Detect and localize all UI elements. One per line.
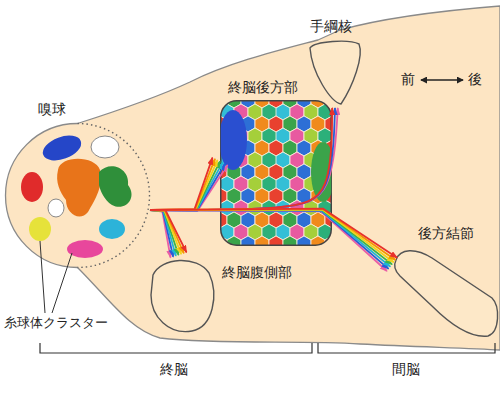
- glomerulus-cluster: [21, 172, 43, 202]
- projection-strand: [150, 108, 335, 210]
- projection-arrow: [150, 158, 228, 211]
- projection-arrow: [150, 209, 397, 271]
- brain-region: 終脳後方部: [220, 100, 332, 246]
- olfactory-bulb: 嗅球: [5, 123, 150, 268]
- glomerulus-cluster: [48, 199, 64, 217]
- projection-strand: [150, 158, 212, 210]
- direction-label: 後: [468, 70, 482, 88]
- direction-arrow: [421, 79, 463, 80]
- region-outline: [310, 41, 360, 104]
- projection-arrow: [150, 210, 186, 258]
- projection-strand: [150, 210, 390, 267]
- glomerulus-cluster: [99, 166, 132, 207]
- leader-line: [40, 241, 45, 313]
- projection-strand: [150, 210, 186, 252]
- node-label: 手綱核: [310, 17, 352, 35]
- glomerulus-clusters: [21, 131, 132, 258]
- node-label: 嗅球: [38, 100, 66, 118]
- node-outline: [220, 100, 332, 246]
- glomerulus-cluster: [99, 219, 125, 239]
- projection-strand: [150, 160, 217, 210]
- node-outline: [5, 123, 150, 268]
- projection-strand: [150, 210, 173, 257]
- callout-label: 糸球体クラスター: [4, 314, 108, 332]
- projection-arrow: [150, 108, 338, 210]
- region-label: 間脳: [392, 360, 420, 378]
- terminal-field: [311, 142, 331, 202]
- region-outline: [151, 260, 214, 331]
- projection-strand: [150, 210, 179, 255]
- region-label: 終脳: [160, 360, 188, 378]
- glomerulus-cluster: [67, 240, 103, 258]
- projection-strand: [150, 161, 220, 210]
- brain-nucleus: 手綱核: [307, 40, 363, 108]
- glomerulus-cluster: [91, 136, 119, 158]
- brain-region: 終脳腹側部: [147, 255, 217, 333]
- glomerulus-cluster: [29, 217, 51, 241]
- projection-strand: [150, 210, 181, 254]
- brain-nucleus: 後方結節: [392, 246, 498, 338]
- projection-strand: [150, 209, 395, 260]
- node-outline: [147, 255, 217, 333]
- projection-strand: [150, 210, 171, 258]
- projection-strand: [150, 210, 392, 264]
- projection-strand: [150, 209, 397, 258]
- node-outline: [392, 246, 498, 338]
- projection-strand: [150, 210, 387, 271]
- projection-strand: [150, 210, 184, 253]
- bulb-border: [78, 124, 150, 268]
- region-outline: [221, 101, 332, 246]
- region-bracket: [40, 343, 312, 353]
- projection-strand: [150, 108, 332, 210]
- projection-strand: [150, 164, 225, 211]
- node-label: 後方結節: [418, 224, 474, 242]
- brain-outline: [6, 6, 500, 350]
- projection-strand: [150, 210, 176, 256]
- node-label: 終脳後方部: [228, 78, 298, 96]
- projection-strand: [150, 108, 338, 210]
- terminal-field: [221, 110, 247, 170]
- region-bracket: [318, 343, 495, 353]
- terminal-fields: [221, 110, 332, 202]
- projection-strand: [150, 210, 394, 263]
- leader-line: [52, 253, 72, 313]
- projection-strand: [150, 165, 228, 211]
- region-outline: [395, 251, 498, 336]
- node-outline: [307, 40, 363, 108]
- projection-strand: [150, 163, 223, 211]
- direction-label: 前: [401, 70, 415, 88]
- projection-strand: [150, 210, 389, 269]
- projection-strand: [150, 159, 215, 210]
- node-label: 終脳腹側部: [222, 263, 292, 281]
